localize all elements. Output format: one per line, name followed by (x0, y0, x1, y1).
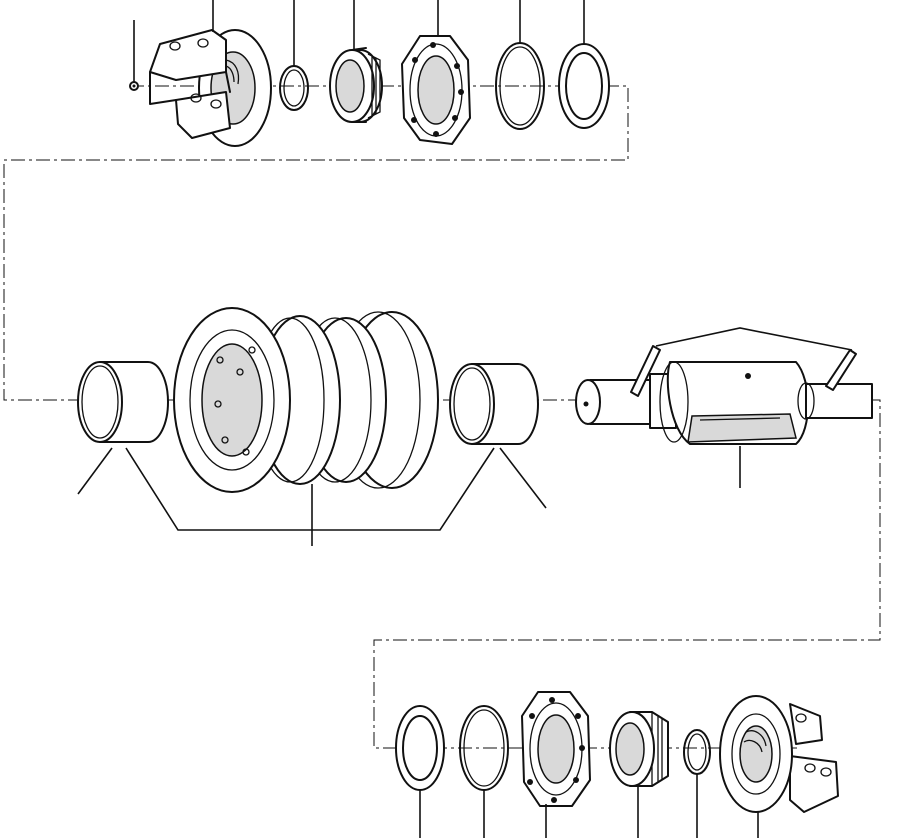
shaft-callout-leaders (655, 327, 853, 488)
o-ring-part-upper-small (279, 65, 309, 111)
end-collar-part-lower (719, 695, 839, 813)
roller-body-part (173, 307, 439, 493)
assembly-center-lines (3, 85, 881, 749)
seal-retainer-part-lower (521, 691, 591, 807)
plug-part (129, 81, 139, 91)
lower-callout-leaders (419, 774, 759, 838)
bushing-part-left (77, 361, 169, 443)
upper-end-group (129, 0, 610, 147)
pin-parts (630, 345, 857, 397)
shaft-group (575, 327, 873, 488)
upper-callout-leaders (133, 0, 585, 82)
roller-group (77, 307, 547, 546)
floating-seal-part-upper (329, 47, 383, 123)
floating-seal-part-lower (609, 711, 669, 787)
thrust-washer-part-lower (395, 705, 445, 791)
shaft-part (575, 361, 873, 445)
bushing-part-right (449, 363, 539, 445)
lower-end-group (395, 691, 839, 838)
seal-retainer-part-upper (401, 35, 471, 145)
end-collar-part-upper (149, 29, 272, 147)
thrust-washer-part-upper (558, 43, 610, 129)
o-ring-part-lower-small (683, 729, 711, 775)
roller-callout-leaders (77, 447, 547, 546)
